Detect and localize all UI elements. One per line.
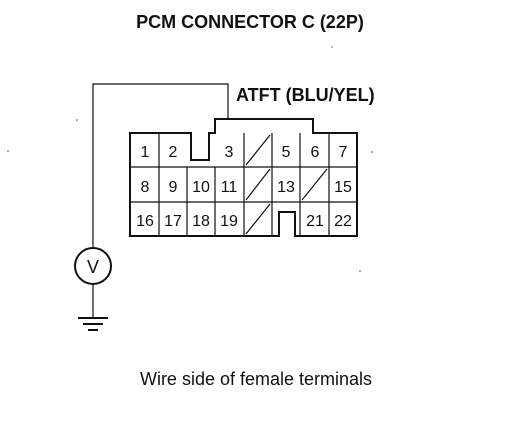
pin-label: 19 bbox=[220, 213, 238, 230]
wire-label: ATFT (BLU/YEL) bbox=[236, 85, 375, 105]
pin-label: 2 bbox=[169, 144, 178, 161]
ground-icon bbox=[78, 317, 108, 331]
pin-label: 17 bbox=[164, 213, 182, 230]
pin-label: 9 bbox=[169, 179, 178, 196]
pin-label: 13 bbox=[277, 179, 295, 196]
scan-specks bbox=[7, 46, 373, 272]
pin-label: 1 bbox=[141, 144, 150, 161]
empty-cavity-slash bbox=[301, 168, 328, 201]
probe-wire bbox=[92, 83, 229, 248]
diagram-caption: Wire side of female terminals bbox=[140, 369, 372, 389]
pin-label: 8 bbox=[141, 179, 150, 196]
pin-label: 10 bbox=[192, 179, 210, 196]
pin-label: 7 bbox=[339, 144, 348, 161]
pin-label: 3 bbox=[225, 144, 234, 161]
empty-cavity-slash bbox=[245, 134, 271, 166]
pin-label: 6 bbox=[311, 144, 320, 161]
empty-cavity-slash bbox=[245, 203, 271, 235]
pin-label: 22 bbox=[334, 213, 352, 230]
pin-label: 5 bbox=[282, 144, 291, 161]
meter-symbol: V bbox=[87, 257, 99, 277]
pin-label: 18 bbox=[192, 213, 210, 230]
pin-label: 21 bbox=[306, 213, 324, 230]
voltmeter-icon: V bbox=[74, 247, 112, 285]
pin-label: 11 bbox=[221, 179, 238, 196]
pin-label: 15 bbox=[334, 179, 352, 196]
diagram-title: PCM CONNECTOR C (22P) bbox=[136, 12, 364, 32]
empty-cavity-slash bbox=[245, 168, 271, 201]
connector-outline bbox=[129, 118, 358, 237]
pin-label: 16 bbox=[136, 213, 154, 230]
